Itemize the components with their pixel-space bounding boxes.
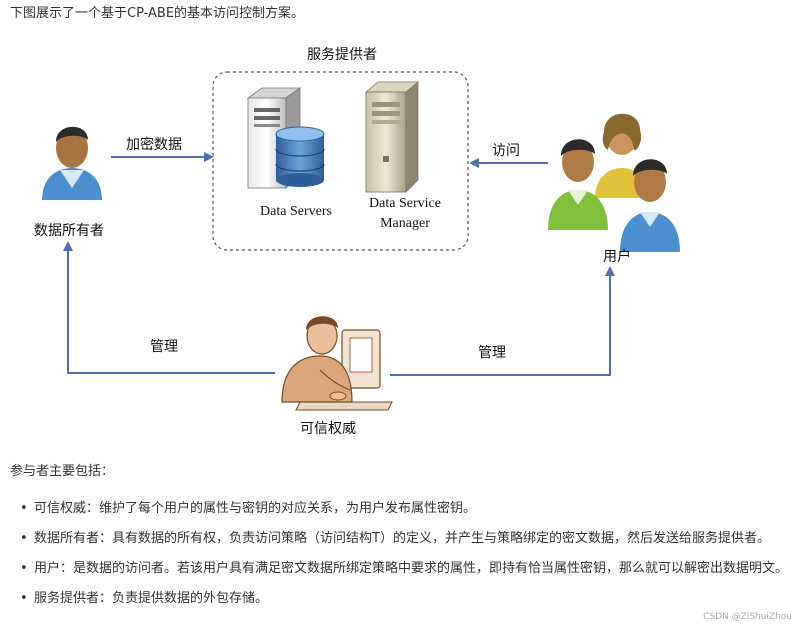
dsm-label-line1: Data Service bbox=[369, 196, 441, 211]
data-owner-label: 数据所有者 bbox=[34, 223, 104, 239]
access-label: 访问 bbox=[492, 143, 520, 159]
manage-owner-arrow bbox=[63, 241, 275, 374]
list-item: 用户：是数据的访问者。若该用户具有满足密文数据所绑定策略中要求的属性，即持有恰当… bbox=[20, 560, 795, 578]
manage-right-label: 管理 bbox=[478, 345, 506, 361]
list-item: 服务提供者：负责提供数据的外包存储。 bbox=[20, 590, 795, 608]
participants-list: 可信权威：维护了每个用户的属性与密钥的对应关系，为用户发布属性密钥。 数据所有者… bbox=[20, 500, 795, 620]
cpabe-diagram: 服务提供者 Data Servers Data Service Manager … bbox=[0, 30, 800, 450]
encrypt-data-label: 加密数据 bbox=[126, 137, 182, 153]
data-servers-label: Data Servers bbox=[260, 204, 332, 219]
owner-person-icon bbox=[42, 126, 102, 200]
data-service-manager-label: Data Service Manager bbox=[350, 194, 460, 234]
manage-left-label: 管理 bbox=[150, 339, 178, 355]
provider-title: 服务提供者 bbox=[307, 47, 377, 63]
users-label: 用户 bbox=[603, 249, 631, 265]
intro-text: 下图展示了一个基于CP-ABE的基本访问控制方案。 bbox=[10, 6, 305, 21]
list-item: 可信权威：维护了每个用户的属性与密钥的对应关系，为用户发布属性密钥。 bbox=[20, 500, 795, 518]
data-service-manager-icon bbox=[364, 81, 420, 193]
manage-users-arrow bbox=[390, 266, 615, 376]
dsm-label-line2: Manager bbox=[380, 216, 430, 231]
participants-heading: 参与者主要包括： bbox=[10, 464, 115, 479]
data-servers-icon bbox=[246, 87, 325, 189]
users-group-icon bbox=[548, 113, 680, 252]
diagram-graphics bbox=[42, 71, 680, 411]
trusted-authority-icon bbox=[281, 316, 393, 411]
watermark: CSDN @ZiShuiZhou bbox=[703, 612, 792, 622]
list-item: 数据所有者：具有数据的所有权，负责访问策略（访问结构T）的定义，并产生与策略绑定… bbox=[20, 530, 795, 548]
trusted-authority-label: 可信权威 bbox=[300, 421, 356, 437]
